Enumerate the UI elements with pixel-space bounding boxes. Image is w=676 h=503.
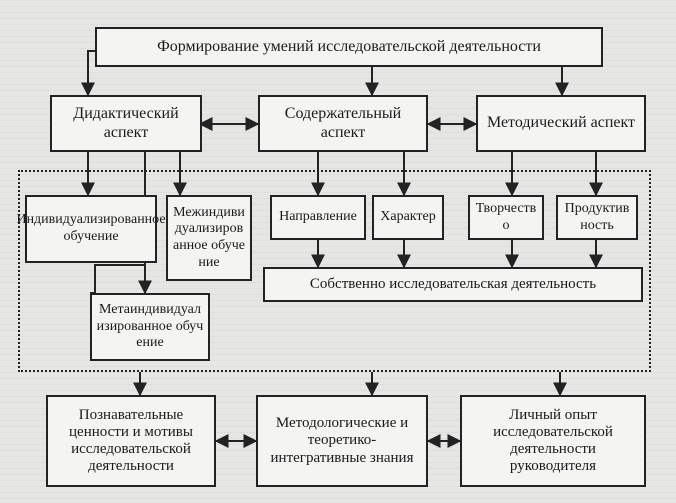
own-research-text: Собственно исследовательская деятельност… bbox=[309, 275, 597, 292]
character-box: Характер bbox=[372, 195, 444, 240]
title-box: Формирование умений исследовательской де… bbox=[95, 27, 603, 67]
interindividual-learning-box: Межиндивидуализированное обучение bbox=[166, 195, 252, 281]
direction-text: Направление bbox=[279, 209, 357, 225]
metaindividual-learning-box: Метаиндивидуализированное обучение bbox=[90, 293, 210, 361]
productivity-text: Продуктивность bbox=[564, 200, 630, 233]
experience-box: Личный опыт исследовательской деятельнос… bbox=[460, 395, 646, 487]
didactic-aspect-text: Дидактический аспект bbox=[73, 105, 179, 141]
methodical-aspect-box: Методический аспект bbox=[476, 95, 646, 152]
arrow-title-didactic bbox=[81, 50, 95, 97]
content-aspect-box: Содержательный аспект bbox=[258, 95, 428, 152]
individual-learning-box: Индивидуализированное обучение bbox=[16, 195, 166, 263]
own-research-box: Собственно исследовательская деятельност… bbox=[263, 267, 643, 302]
metaindividual-learning-text: Метаиндивидуализированное обучение bbox=[96, 302, 204, 351]
direction-box: Направление bbox=[270, 195, 366, 240]
productivity-box: Продуктивность bbox=[556, 195, 638, 240]
values-motives-box: Познавательные ценности и мотивы исследо… bbox=[46, 395, 216, 487]
didactic-aspect-box: Дидактический аспект bbox=[50, 95, 202, 152]
knowledge-text: Методологические и теоретико-интегративн… bbox=[270, 415, 414, 466]
individual-learning-text: Индивидуализированное обучение bbox=[16, 212, 166, 244]
learning-features-frame bbox=[18, 170, 651, 372]
creativity-box: Творчество bbox=[468, 195, 544, 240]
knowledge-box: Методологические и теоретико-интегративн… bbox=[256, 395, 428, 487]
interindividual-learning-text: Межиндивидуализированное обучение bbox=[173, 204, 245, 270]
content-aspect-text: Содержательный аспект bbox=[284, 105, 402, 141]
creativity-text: Творчество bbox=[475, 200, 537, 233]
values-motives-text: Познавательные ценности и мотивы исследо… bbox=[69, 406, 193, 475]
title-text: Формирование умений исследовательской де… bbox=[157, 37, 541, 55]
methodical-aspect-text: Методический аспект bbox=[486, 114, 636, 132]
character-text: Характер bbox=[380, 209, 436, 225]
experience-text: Личный опыт исследовательской деятельнос… bbox=[493, 406, 613, 475]
